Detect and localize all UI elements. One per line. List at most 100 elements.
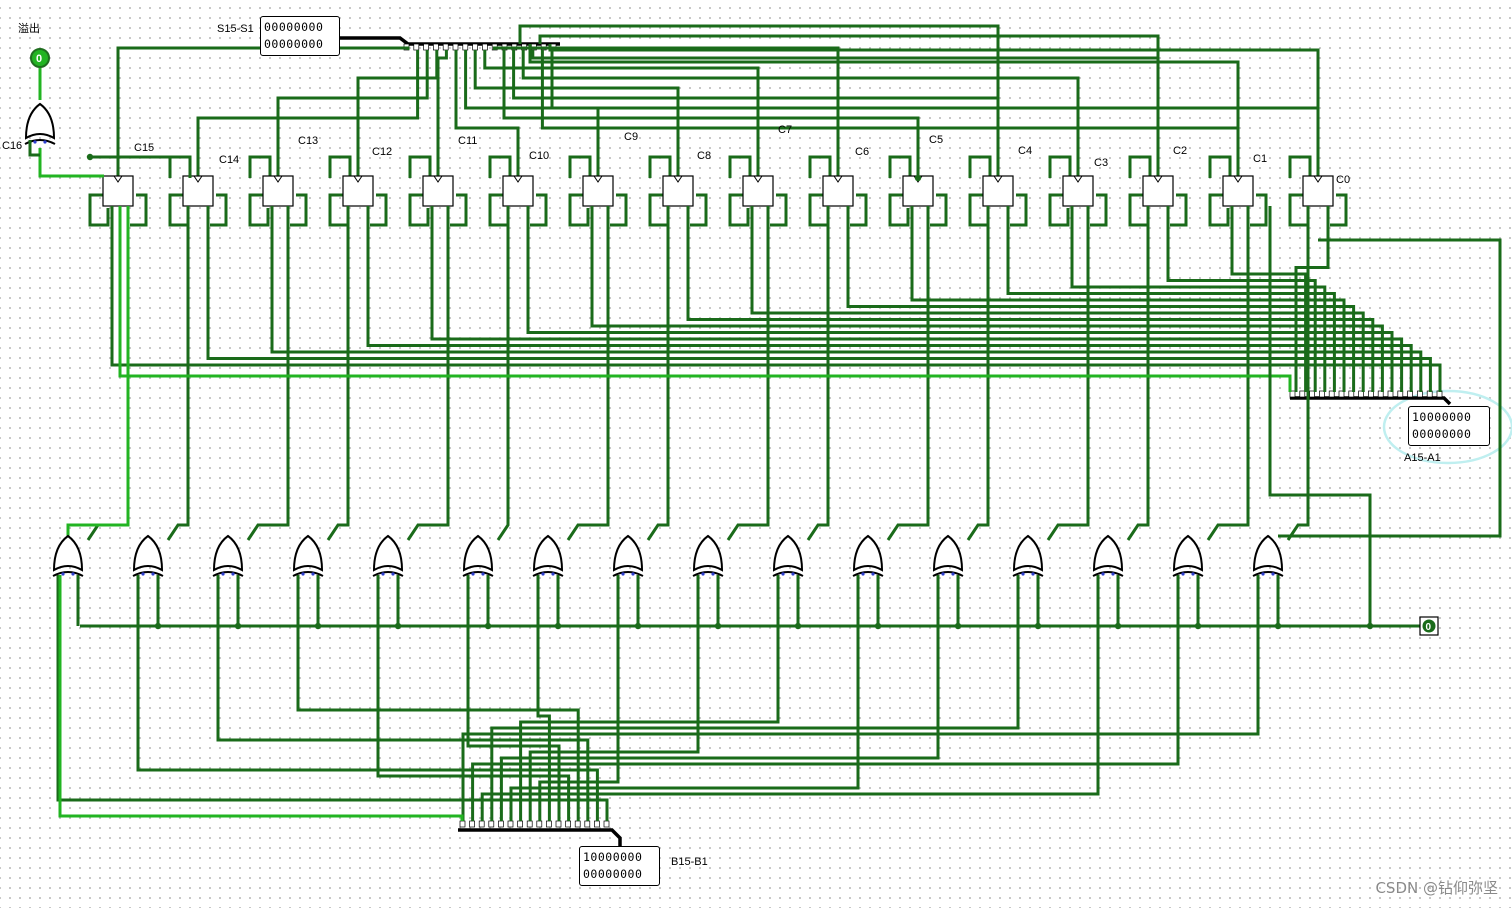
carry-label-c8: C8 <box>697 150 712 162</box>
clock-mark <box>593 175 603 183</box>
a-pin-row-1: 10000000 <box>1412 410 1472 424</box>
xor-gate-14[interactable] <box>1172 534 1204 577</box>
a-pin-row-2: 00000000 <box>1412 427 1472 441</box>
carry-wire-9 <box>888 155 912 178</box>
junction-dot <box>394 622 402 630</box>
xor-gate-6[interactable] <box>532 534 564 577</box>
xor-wire-3 <box>326 206 350 541</box>
full-adder-0 <box>102 175 134 207</box>
b-wire-bright <box>58 575 464 821</box>
overflow-label: 溢出 <box>18 23 40 35</box>
xor-gate-15[interactable] <box>1252 534 1284 577</box>
carry-loop-15 <box>1330 193 1348 227</box>
full-adder-8 <box>742 175 774 207</box>
right-loop <box>1278 238 1502 538</box>
a-wire-7 <box>686 206 1375 392</box>
full-adder-2 <box>262 175 294 207</box>
full-adder-4 <box>422 175 454 207</box>
carry-loop-1 <box>210 193 228 227</box>
bus-tap <box>1309 390 1315 398</box>
sum-wire-6 <box>464 50 600 178</box>
sum-wire-7 <box>473 50 680 178</box>
sub-control-led <box>1422 619 1436 633</box>
bus-tap <box>478 820 485 828</box>
a-pin-label: A15-A1 <box>1404 452 1441 464</box>
xor-gate-11[interactable] <box>932 534 964 577</box>
b-wire-1 <box>136 575 599 821</box>
carry-wire-11 <box>1048 155 1072 178</box>
junction-dot <box>1114 622 1122 630</box>
carry-loop-14 <box>1250 193 1268 227</box>
junction-dot <box>86 153 94 161</box>
xor-gate-9[interactable] <box>772 534 804 577</box>
overflow-xor-gate[interactable] <box>24 102 56 145</box>
carry-label-c1: C1 <box>1253 153 1268 165</box>
bus-tap <box>482 43 488 51</box>
clock-mark <box>1073 175 1083 183</box>
bus-tap <box>546 820 552 828</box>
xor-gate-10[interactable] <box>852 534 884 577</box>
xor-gate-4[interactable] <box>372 534 404 577</box>
clock-mark <box>1233 175 1243 183</box>
a-input-pin[interactable]: 10000000 00000000 <box>1408 406 1490 446</box>
junction-dot <box>714 622 722 630</box>
xor-wire-14 <box>1206 206 1250 541</box>
junction-dot <box>234 622 242 630</box>
b-wire-14 <box>471 575 1180 821</box>
carry-label-c15: C15 <box>134 142 155 154</box>
carry-wire-10 <box>968 155 992 178</box>
b-input-pin[interactable]: 10000000 00000000 <box>579 846 660 886</box>
carry-label-c16: C16 <box>2 140 23 152</box>
xor-gate-8[interactable] <box>692 534 724 577</box>
carry-loop-11 <box>1010 193 1028 227</box>
xor-gate-12[interactable] <box>1012 534 1044 577</box>
xor-wire-6 <box>566 206 610 541</box>
carry-label-c0: C0 <box>1336 174 1351 186</box>
xor-wire-8 <box>726 206 770 541</box>
carry-wire-5 <box>568 155 592 178</box>
b-pin-label: B15-B1 <box>671 856 708 868</box>
xor-gate-1[interactable] <box>132 534 164 577</box>
xor-wire-11 <box>966 206 990 541</box>
carry-loop-14 <box>1208 193 1230 227</box>
b-wire-3 <box>296 575 580 821</box>
junction-dot <box>1274 622 1282 630</box>
clock-mark <box>1153 175 1163 183</box>
xor-wire-9 <box>806 206 830 541</box>
xor-gate-0[interactable] <box>52 534 84 577</box>
sum-wire-1 <box>196 50 420 178</box>
bus-tap <box>574 820 581 828</box>
carry-loop-8 <box>770 193 788 227</box>
carry-label-c2: C2 <box>1173 145 1188 157</box>
sum-pin-row-2: 00000000 <box>264 37 324 51</box>
xor-gate-7[interactable] <box>612 534 644 577</box>
carry-loop-6 <box>610 193 628 227</box>
b-bus <box>458 828 622 846</box>
xor-gate-13[interactable] <box>1092 534 1124 577</box>
xor-gate-3[interactable] <box>292 534 324 577</box>
junction-dot <box>794 622 802 630</box>
sum-pin-label: S15-S1 <box>217 23 254 35</box>
carry-label-c10: C10 <box>529 150 550 162</box>
junction-dot <box>1194 622 1202 630</box>
sum-wire-9 <box>492 46 840 178</box>
xor-wire-0 <box>86 206 130 541</box>
carry-label-c6: C6 <box>855 146 870 158</box>
xor-gate-5[interactable] <box>462 534 494 577</box>
carry-loop-4 <box>450 193 468 227</box>
a-wire-2 <box>270 206 1423 392</box>
b-wire-7 <box>538 575 620 821</box>
xor-gate-2[interactable] <box>212 534 244 577</box>
carry-wire-0 <box>168 155 192 178</box>
sum-pin-row-1: 00000000 <box>264 20 324 34</box>
junction-dot <box>1034 622 1042 630</box>
b-wire-13 <box>480 575 1100 821</box>
bus-tap <box>498 820 504 828</box>
full-adder-7 <box>662 175 694 207</box>
carry-loop-3 <box>370 193 388 227</box>
sub-control-value: 0 <box>1426 622 1432 633</box>
sum-wire-3 <box>356 50 439 178</box>
carry-label-c11: C11 <box>458 135 478 147</box>
